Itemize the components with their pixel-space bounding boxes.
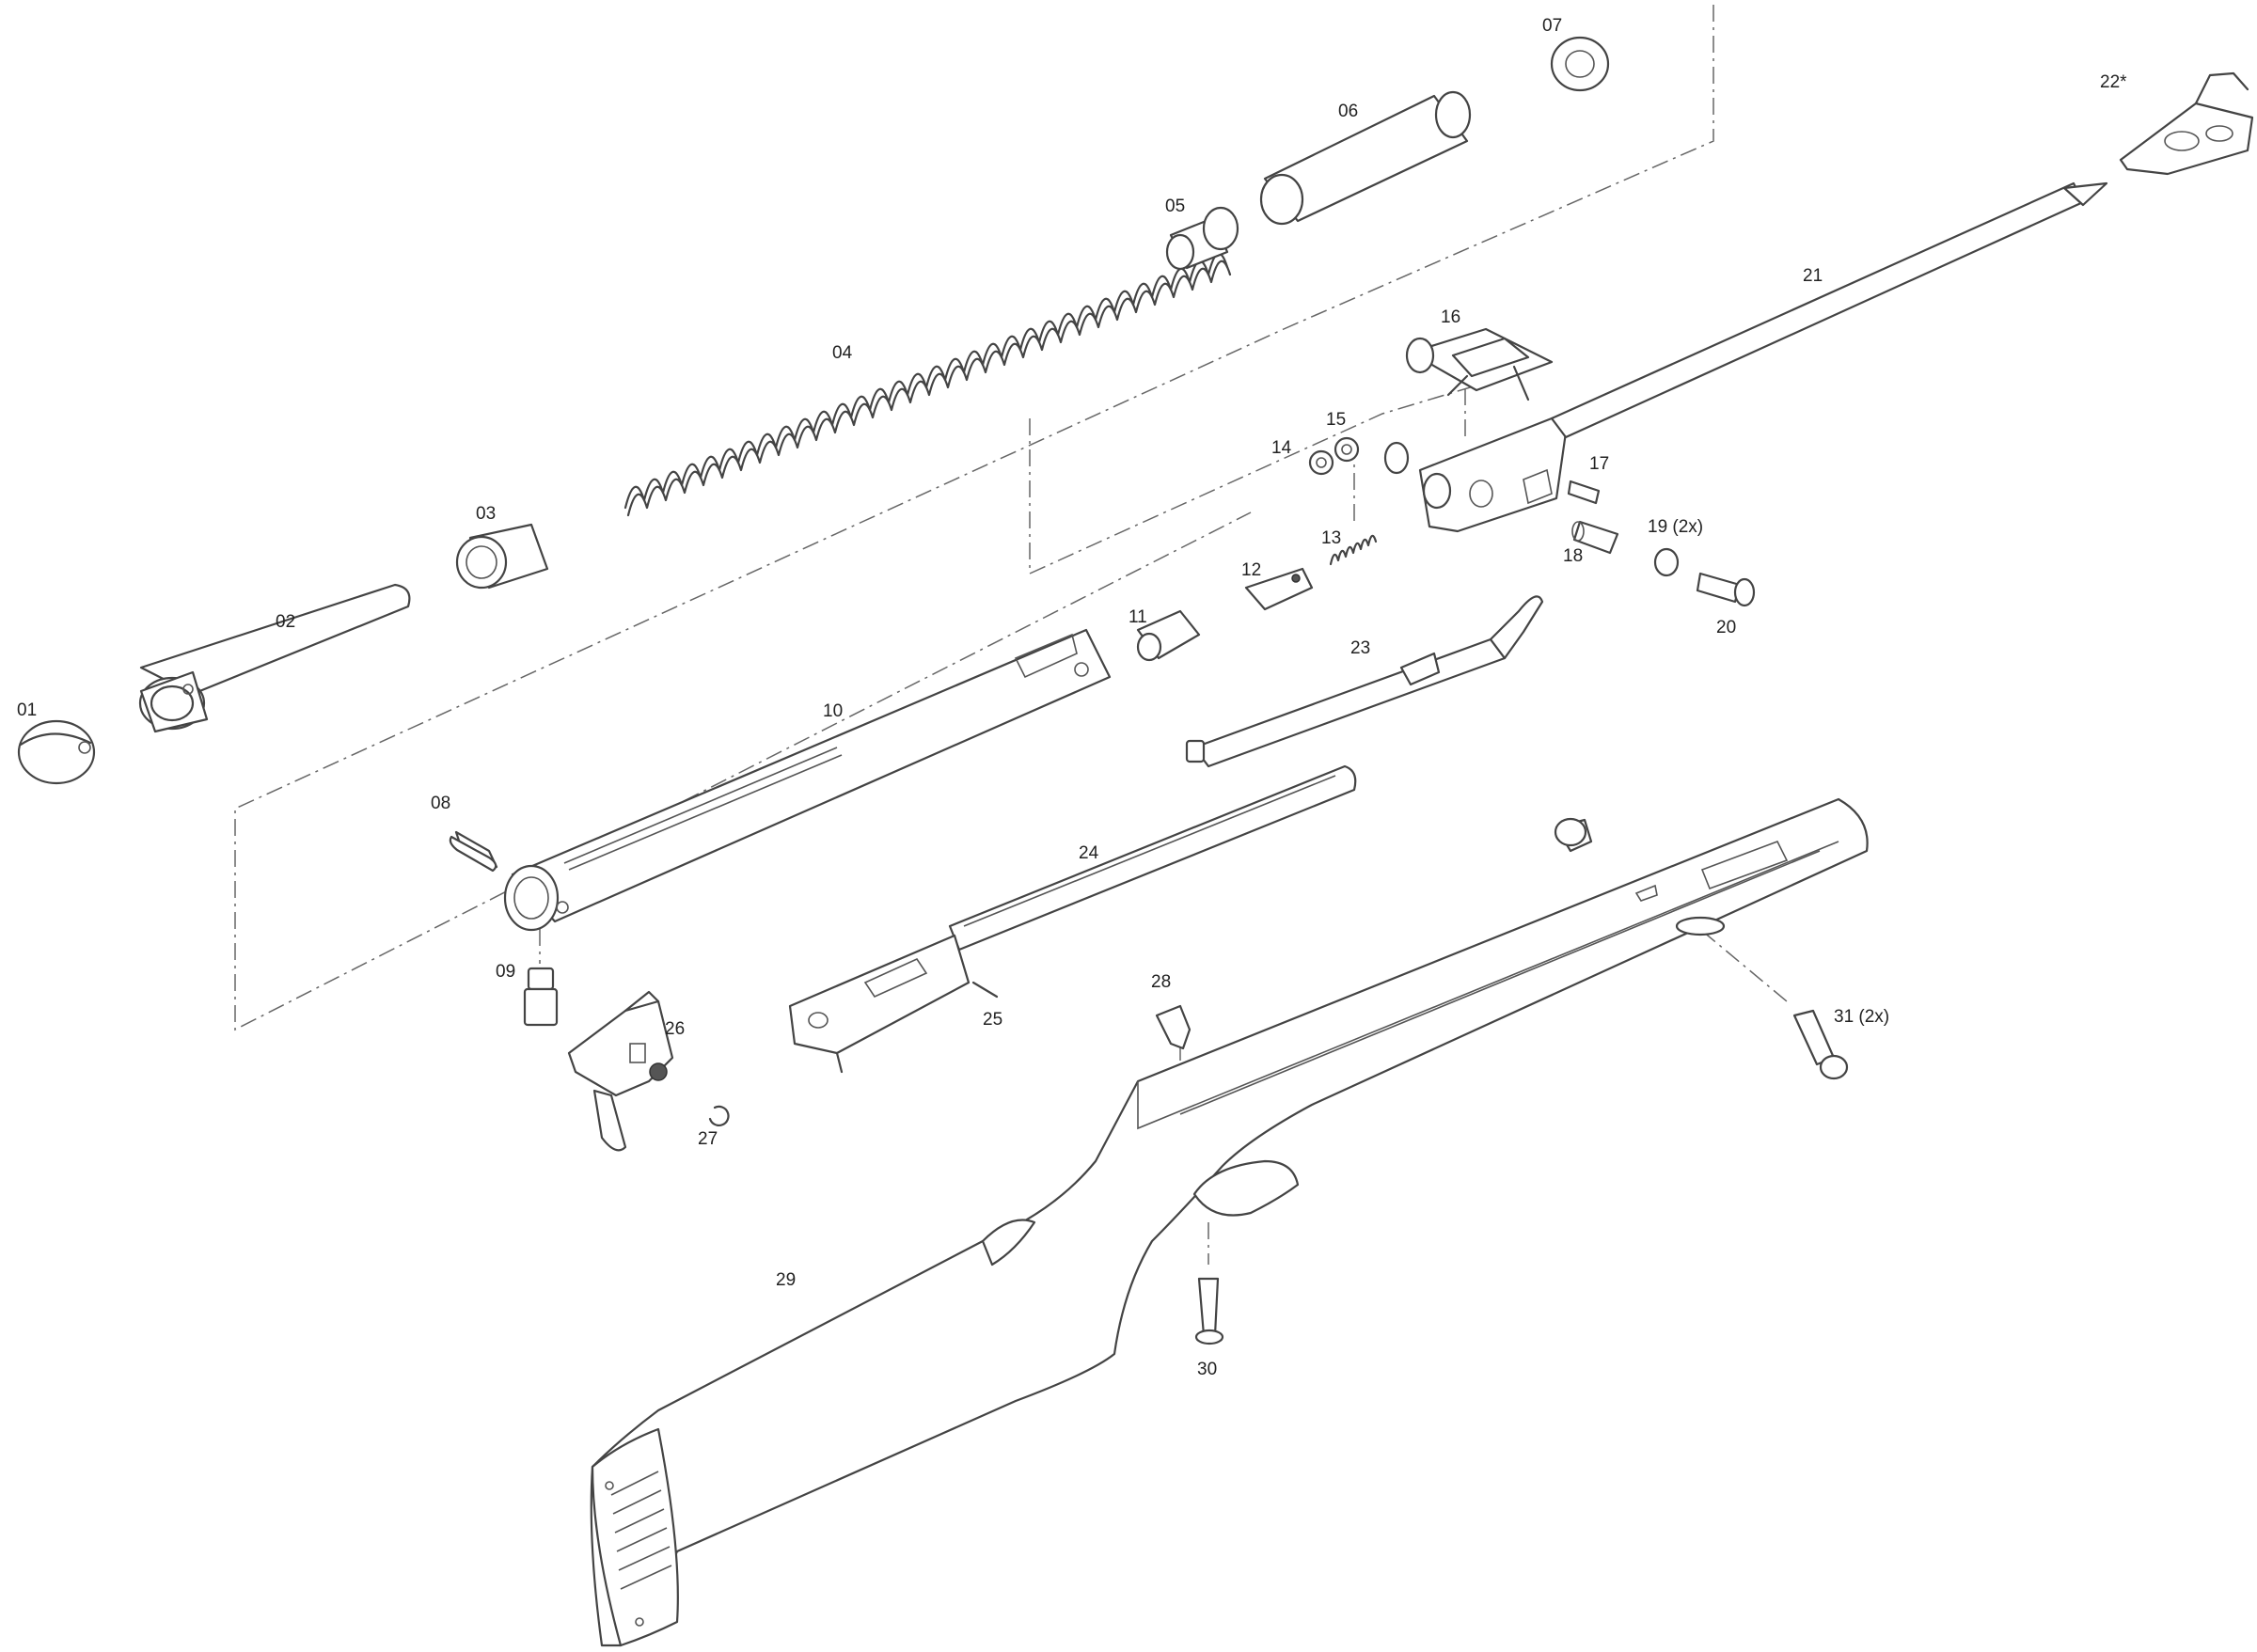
part-08-pin[interactable] xyxy=(449,830,498,873)
label-16: 16 xyxy=(1441,307,1460,327)
part-19-washer[interactable] xyxy=(1653,547,1680,577)
label-26: 26 xyxy=(665,1019,685,1039)
label-31: 31 (2x) xyxy=(1834,1007,1889,1027)
label-19: 19 (2x) xyxy=(1648,517,1703,537)
part-18-pin[interactable] xyxy=(1571,520,1619,555)
part-27-e-clip[interactable] xyxy=(708,1105,730,1127)
part-28-safety[interactable] xyxy=(1155,1004,1192,1050)
label-06: 06 xyxy=(1338,102,1358,121)
part-02-piston[interactable] xyxy=(138,583,411,733)
part-20-bolt[interactable] xyxy=(1696,572,1756,607)
label-25: 25 xyxy=(983,1010,1002,1030)
label-21: 21 xyxy=(1803,266,1823,286)
part-15-washer[interactable] xyxy=(1334,436,1360,463)
part-26-trigger-assembly[interactable] xyxy=(567,990,674,1152)
part-29-stock[interactable] xyxy=(590,797,1869,1647)
label-24: 24 xyxy=(1079,843,1099,863)
part-07-seal[interactable] xyxy=(1550,36,1610,92)
label-03: 03 xyxy=(476,504,496,524)
label-01: 01 xyxy=(17,700,37,720)
part-04-spring[interactable] xyxy=(623,252,1232,517)
label-20: 20 xyxy=(1716,618,1736,637)
label-27: 27 xyxy=(698,1129,718,1149)
label-11: 11 xyxy=(1128,607,1147,627)
part-05-guide[interactable] xyxy=(1165,206,1239,271)
part-09-bushing[interactable] xyxy=(523,967,559,1027)
part-17-pin[interactable] xyxy=(1567,480,1601,505)
label-29: 29 xyxy=(776,1270,796,1290)
part-31-screw[interactable] xyxy=(1792,1009,1849,1080)
part-24-trigger-housing[interactable] xyxy=(788,764,1357,1074)
part-labels: 01 02 03 04 05 06 07 08 09 10 11 12 13 1… xyxy=(17,16,2127,1379)
part-30-screw[interactable] xyxy=(1194,1277,1224,1345)
label-08: 08 xyxy=(431,794,450,813)
label-05: 05 xyxy=(1165,197,1185,216)
part-snap-ring[interactable] xyxy=(1383,441,1410,475)
part-14-washer[interactable] xyxy=(1308,449,1334,476)
part-10-compression-tube[interactable] xyxy=(503,628,1112,932)
part-06-cylinder[interactable] xyxy=(1259,90,1472,226)
label-15: 15 xyxy=(1326,410,1346,430)
label-12: 12 xyxy=(1241,560,1261,580)
part-03-piston-head[interactable] xyxy=(455,523,549,590)
part-12-latch[interactable] xyxy=(1244,567,1314,611)
part-25-spring-clip[interactable] xyxy=(971,981,999,999)
part-13-spring[interactable] xyxy=(1329,534,1378,566)
label-04: 04 xyxy=(832,343,853,363)
label-13: 13 xyxy=(1321,528,1341,548)
part-breech-block[interactable] xyxy=(1418,417,1568,533)
label-23: 23 xyxy=(1350,638,1370,658)
part-01-end-cap[interactable] xyxy=(17,719,96,785)
label-07: 07 xyxy=(1542,16,1562,36)
part-stock-screw-cap[interactable] xyxy=(1554,817,1593,853)
label-28: 28 xyxy=(1151,972,1171,992)
label-09: 09 xyxy=(496,962,515,982)
label-17: 17 xyxy=(1589,454,1609,474)
label-14: 14 xyxy=(1271,438,1292,458)
part-21-barrel[interactable] xyxy=(1550,181,2108,439)
part-11-block[interactable] xyxy=(1136,609,1201,662)
label-22: 22* xyxy=(2100,72,2127,92)
label-18: 18 xyxy=(1563,546,1583,566)
part-16-rear-sight[interactable] xyxy=(1405,327,1554,401)
part-22-front-sight[interactable] xyxy=(2119,71,2254,176)
label-30: 30 xyxy=(1197,1360,1217,1379)
label-02: 02 xyxy=(276,612,295,632)
part-23-cocking-lever[interactable] xyxy=(1185,595,1544,768)
label-10: 10 xyxy=(823,701,843,721)
assembly-lines xyxy=(234,5,1788,1265)
